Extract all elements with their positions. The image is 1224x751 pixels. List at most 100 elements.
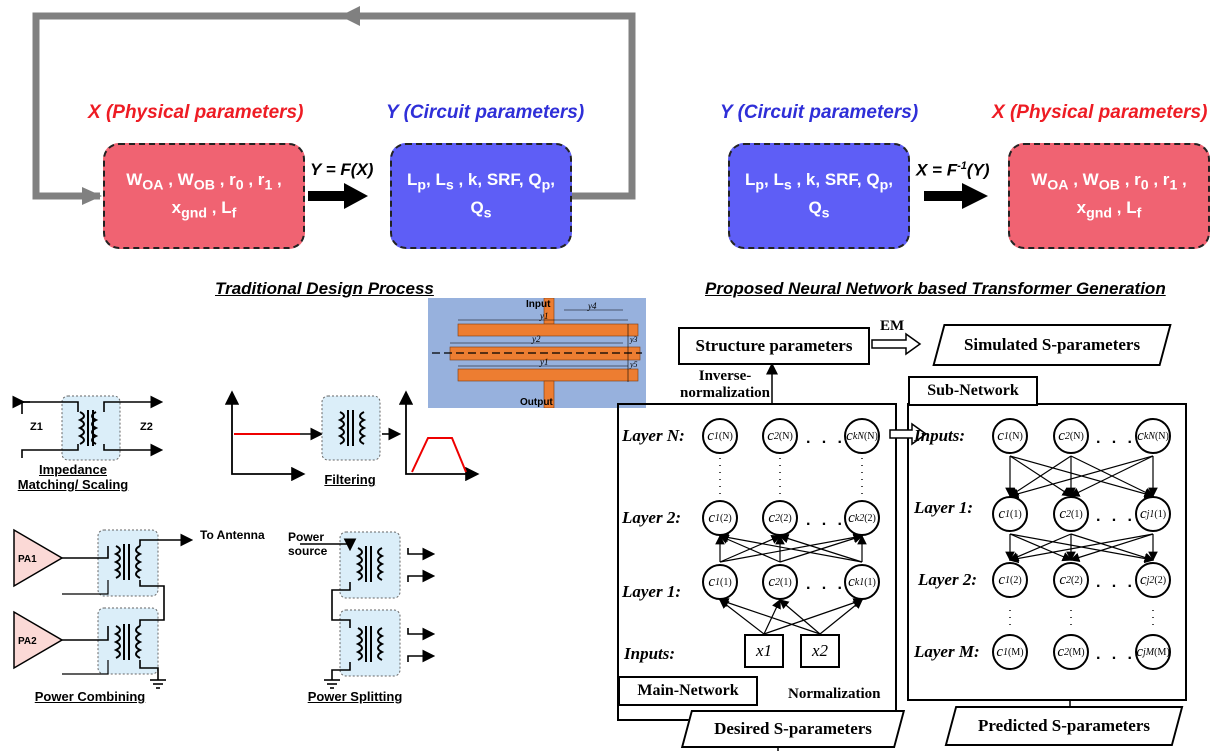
em-label: EM [880, 318, 905, 334]
main-layer-2-label: Layer 2: [622, 508, 682, 527]
filtering-caption: Filtering [324, 472, 376, 487]
filter-transformer-box [321, 395, 381, 461]
main-layer-n-label: Layer N: [622, 426, 685, 445]
trad-y-title: Y (Circuit parameters) [386, 102, 585, 123]
main-dots-2: · · · [806, 516, 846, 533]
trad-x-title: X (Physical parameters) [88, 102, 304, 123]
impedance-caption: Impedance Matching/ Scaling [17, 462, 129, 492]
transformer-layout-figure: Input Output y4 y1 y2 y1 y3 y5 [428, 298, 646, 408]
predicted-s-params-box: Predicted S-parameters [944, 706, 1184, 746]
prop-y-title: Y (Circuit parameters) [720, 102, 919, 123]
main-network-label: Main-Network [618, 676, 758, 706]
prop-equation: X = F-1(Y) [916, 160, 990, 180]
prop-physical-line1: WOA , WOB , r0 , r1 , [1031, 170, 1187, 194]
trad-circuit-line1: Lp, Ls , k, SRF, Qp, [406, 170, 555, 194]
power-source-label: Power source [288, 530, 328, 559]
trad-physical-line2: xgnd , Lf [171, 198, 237, 222]
trad-physical-box: WOA , WOB , r0 , r1 , xgnd , Lf [103, 143, 305, 249]
layout-y1-bottom: y1 [539, 357, 549, 367]
pa2-label: PA2 [18, 636, 37, 647]
loop-arrowhead-top [340, 6, 360, 26]
sub-dots-m: · · · [1096, 650, 1136, 667]
main-dots-1: · · · [806, 580, 846, 597]
inverse-normalization-label: Inverse-normalization [680, 368, 770, 401]
application-schematics: Z1 Z2 PA1 PA2 [12, 390, 480, 689]
sub-layer-m-label: Layer M: [914, 642, 980, 661]
layout-y4: y4 [587, 301, 597, 311]
trad-caption: Traditional Design Process [215, 279, 434, 298]
sub-network-label: Sub-Network [908, 376, 1038, 406]
layout-input-label: Input [526, 299, 551, 310]
simulated-s-params-box: Simulated S-parameters [932, 324, 1172, 366]
prop-physical-line2: xgnd , Lf [1076, 198, 1142, 222]
input-x2: x2 [800, 634, 840, 668]
sub-dots-1: · · · [1096, 512, 1136, 529]
desired-s-params-box: Desired S-parameters [680, 710, 906, 748]
prop-physical-box: WOA , WOB , r0 , r1 , xgnd , Lf [1008, 143, 1210, 249]
main-layer-1-label: Layer 1: [622, 582, 682, 601]
layout-y2: y2 [531, 334, 541, 344]
main-dots-n: · · · [806, 434, 846, 451]
pa2-amplifier [13, 610, 64, 670]
sub-layer-2-label: Layer 2: [918, 570, 978, 589]
trad-circuit-box: Lp, Ls , k, SRF, Qp, Qs [390, 143, 572, 249]
input-x1: x1 [744, 634, 784, 668]
inverse-arrow [924, 183, 988, 209]
sub-layer-1-label: Layer 1: [914, 498, 974, 517]
prop-x-title: X (Physical parameters) [992, 102, 1208, 123]
layout-y5: y5 [629, 360, 638, 369]
pa1-label: PA1 [18, 554, 37, 565]
power-combining-caption: Power Combining [34, 689, 146, 704]
sub-inputs-label: Inputs: [914, 426, 966, 445]
sub-dots-in: · · · [1096, 434, 1136, 451]
network-connections [617, 332, 1187, 751]
normalization-label: Normalization [788, 686, 881, 702]
z1-label: Z1 [30, 421, 43, 433]
to-antenna-label: To Antenna [200, 528, 265, 542]
trad-circuit-line2: Qs [470, 198, 492, 222]
prop-circuit-line1: Lp, Ls , k, SRF, Qp, [744, 170, 893, 194]
layout-y1-top: y1 [539, 311, 549, 321]
loop-arrowhead-left [82, 187, 102, 205]
feedback-loop-line [32, 12, 636, 200]
layout-y3: y3 [629, 335, 638, 344]
z2-label: Z2 [140, 421, 153, 433]
pa1-amplifier [13, 528, 64, 588]
layout-output-label: Output [520, 397, 553, 408]
feedback-loop-svg [32, 6, 988, 209]
forward-arrow [308, 183, 368, 209]
prop-caption: Proposed Neural Network based Transforme… [705, 279, 1166, 298]
main-inputs-label: Inputs: [624, 644, 676, 663]
impedance-transformer-box [61, 395, 121, 461]
trad-equation: Y = F(X) [310, 160, 374, 179]
sub-dots-2: · · · [1096, 578, 1136, 595]
prop-circuit-box: Lp, Ls , k, SRF, Qp, Qs [728, 143, 910, 249]
sub-network-frame [907, 403, 1187, 701]
power-splitting-caption: Power Splitting [307, 689, 403, 704]
trad-physical-line1: WOA , WOB , r0 , r1 , [126, 170, 282, 194]
structure-parameters-box: Structure parameters [678, 327, 870, 365]
prop-circuit-line2: Qs [808, 198, 830, 222]
